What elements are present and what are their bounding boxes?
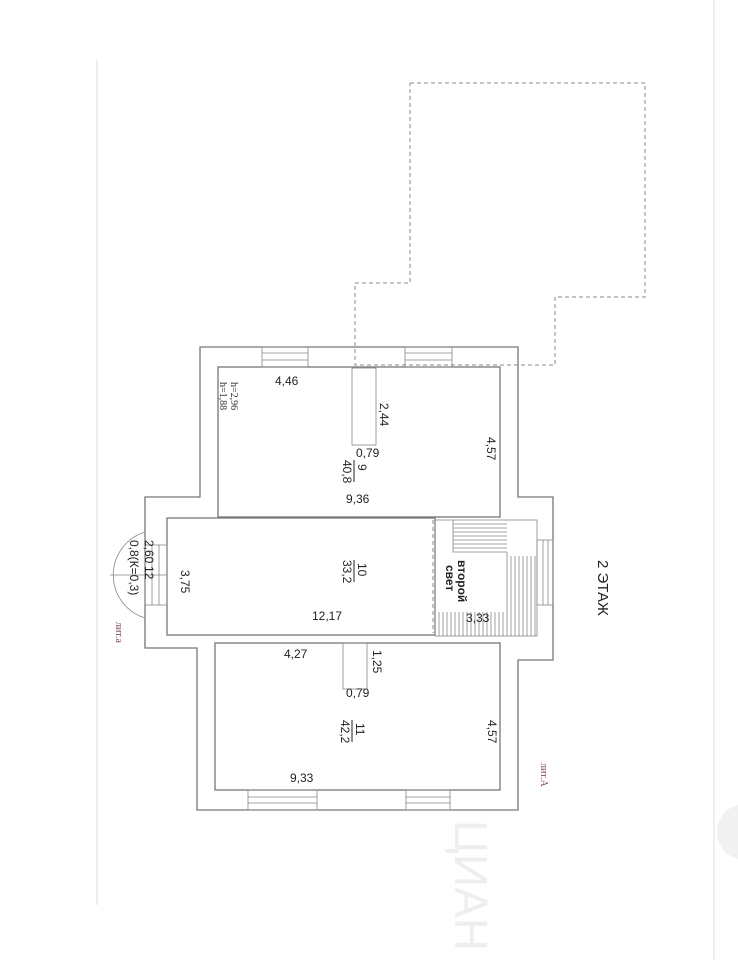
dim-r9-right: 4,57 [484, 437, 498, 461]
dim-r9-column-w: 0,79 [356, 446, 380, 460]
svg-text:11: 11 [353, 723, 367, 736]
second-light-2: свет [443, 565, 457, 591]
watermark-circle [717, 804, 738, 860]
room-label-11: 11 42,2 [338, 720, 367, 744]
svg-text:33,2: 33,2 [340, 560, 354, 584]
svg-text:0,8(К=0,3): 0,8(К=0,3) [127, 540, 141, 595]
floor-title: 2 ЭТАЖ [594, 560, 611, 616]
dim-stair: 3,33 [466, 611, 490, 625]
windows [144, 346, 554, 811]
dim-r9-top: 4,46 [275, 374, 299, 388]
room-11 [214, 642, 501, 791]
svg-text:40,8: 40,8 [340, 460, 354, 484]
watermark: ЦИАН [445, 820, 497, 951]
svg-text:42,2: 42,2 [338, 720, 352, 744]
dim-r11-bottom: 9,33 [290, 771, 314, 785]
dashed-outline [354, 82, 646, 366]
height-1: h=2,96 [228, 382, 239, 410]
room-label-10: 10 33,2 [340, 560, 369, 584]
room-label-9: 9 40,8 [340, 460, 369, 484]
dim-r10-bottom: 12,17 [312, 609, 342, 623]
room-label-12: 2,60 12 0,8(К=0,3) [127, 540, 156, 595]
dim-r11-column-w: 0,79 [346, 686, 370, 700]
svg-text:12: 12 [142, 566, 156, 580]
column-room-11 [342, 642, 368, 690]
room-10 [166, 517, 436, 636]
lit-a-small: лит.а [113, 622, 124, 643]
dim-r9-column-len: 2,44 [377, 403, 391, 427]
dim-r11-right: 4,57 [485, 720, 499, 744]
height-2: h=1,88 [217, 382, 228, 410]
outer-wall [144, 346, 554, 811]
dim-r11-column-len: 1,25 [370, 650, 384, 674]
room-9 [217, 366, 501, 518]
second-light-1: второй [455, 560, 469, 602]
lit-a-big: лит.А [538, 763, 549, 787]
svg-text:2,60: 2,60 [142, 540, 156, 564]
dim-r9-bottom: 9,36 [346, 492, 370, 506]
dim-r10-left: 3,75 [178, 570, 192, 594]
dim-r11-top: 4,27 [284, 647, 308, 661]
svg-text:10: 10 [355, 563, 369, 577]
column-room-9 [351, 367, 377, 446]
svg-text:9: 9 [355, 464, 369, 471]
